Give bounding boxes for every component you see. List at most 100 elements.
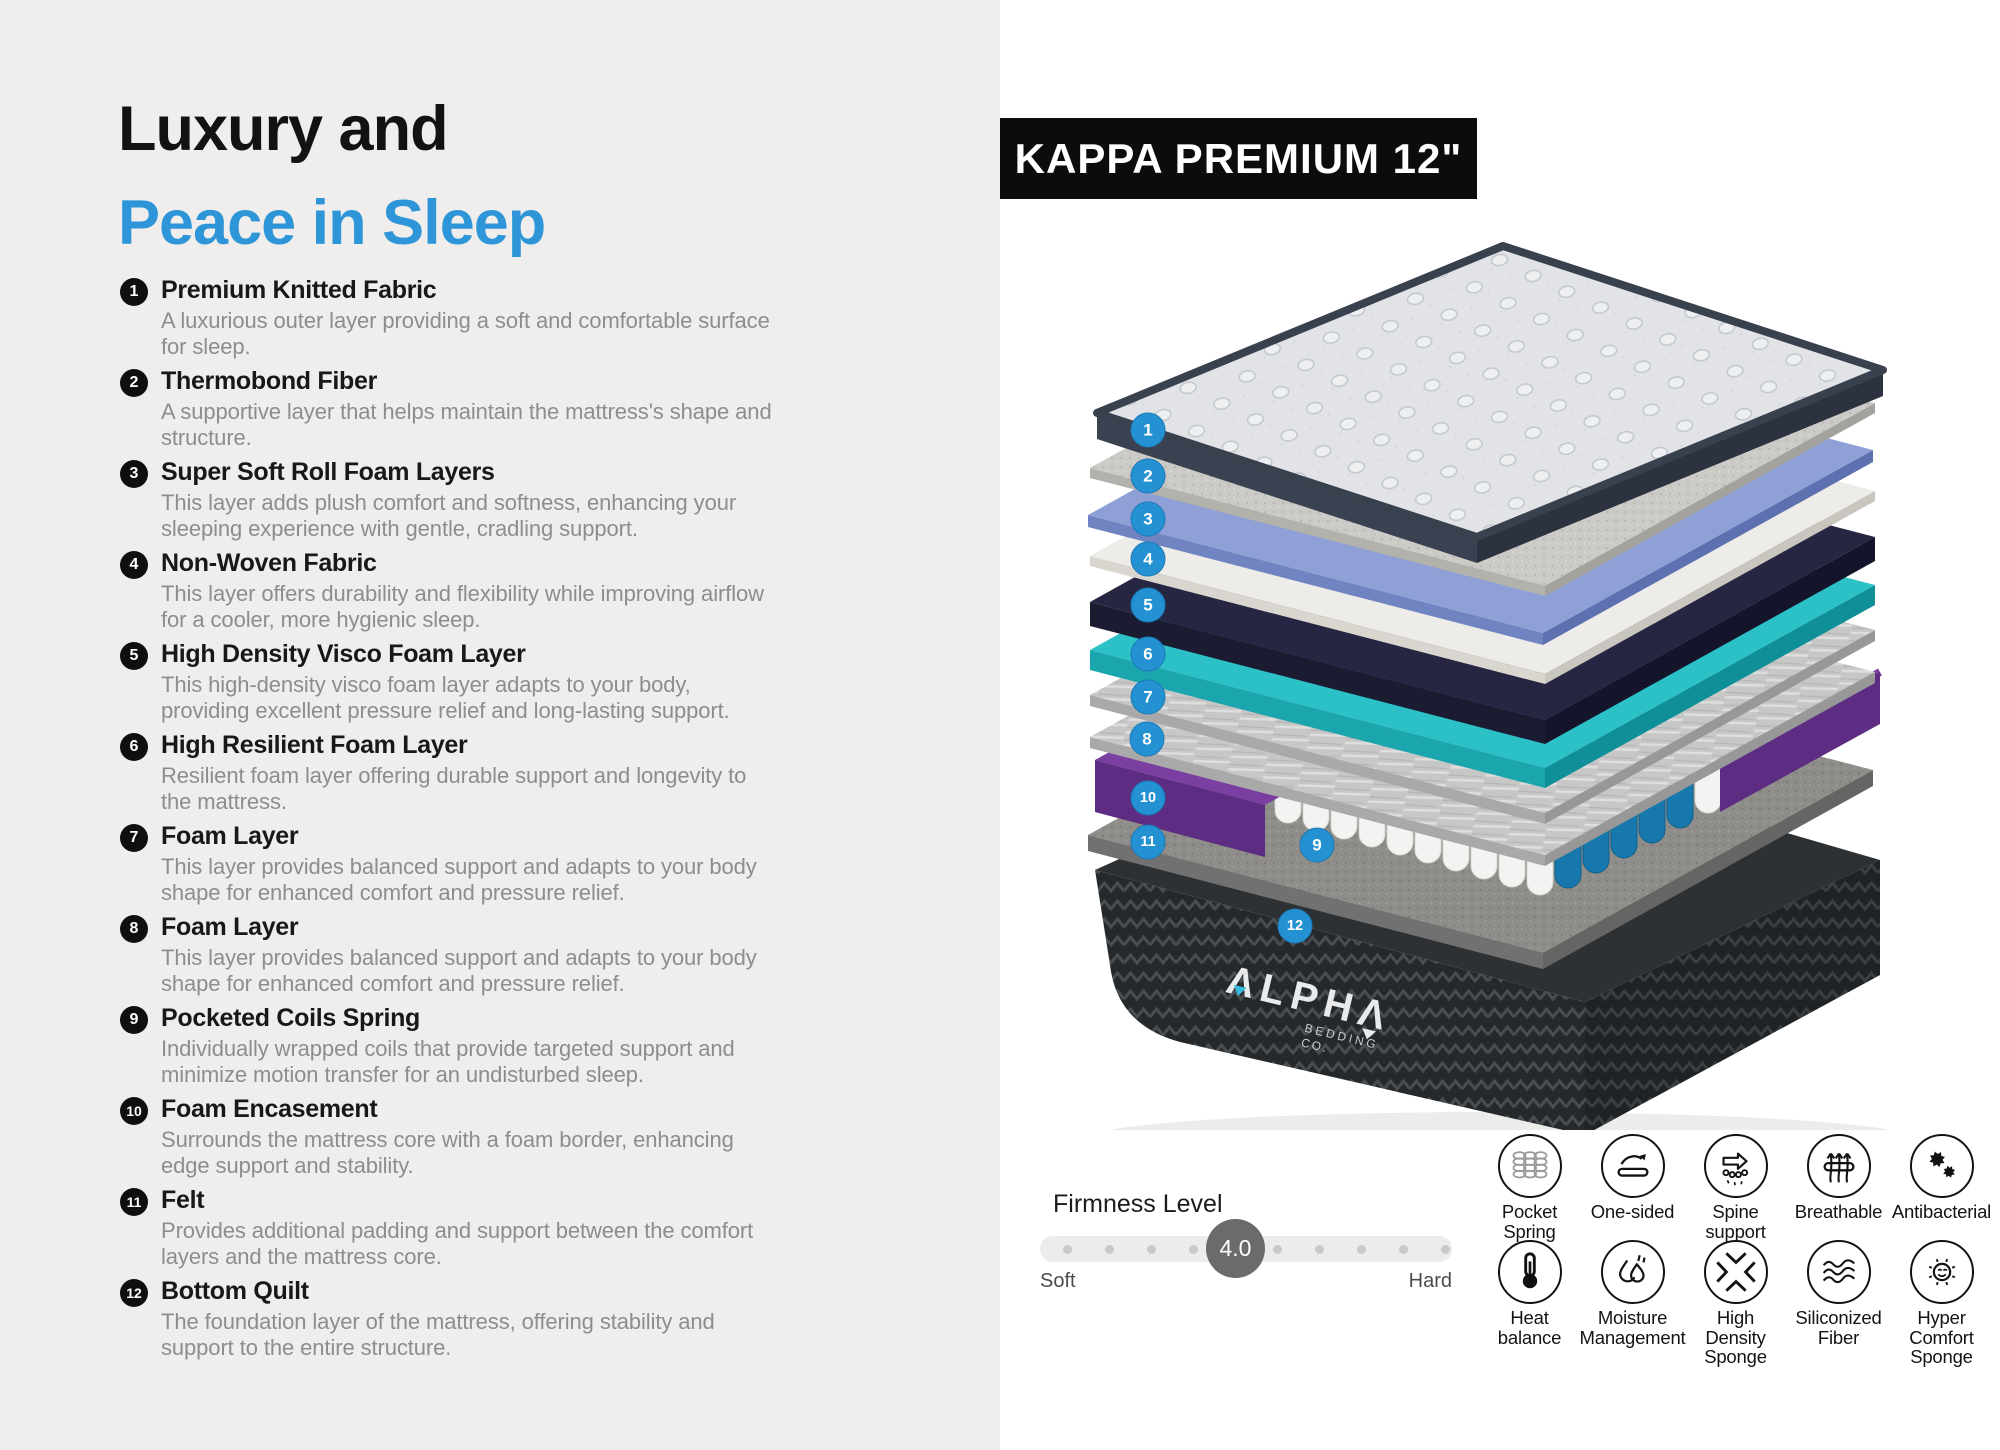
diagram-layer-visco-foam-edge: [1545, 537, 1875, 744]
feature-cell: Spine support: [1684, 1134, 1787, 1241]
layer-description: A supportive layer that helps maintain t…: [161, 399, 772, 450]
diagram-badge-10: 10: [1130, 780, 1166, 816]
right-panel: KAPPA PREMIUM 12": [1000, 0, 2000, 1450]
feature-label: Hyper Comfort Sponge: [1909, 1307, 1974, 1367]
diagram-layer-foam-7-edge: [1545, 630, 1875, 824]
firmness-dot: [1189, 1244, 1198, 1254]
firmness-dot: [1273, 1244, 1282, 1254]
diagram-layer-felt-edge: [1543, 770, 1873, 969]
product-name: KAPPA PREMIUM 12": [1014, 134, 1463, 182]
diagram-layer-soft-roll-foam-edge: [1088, 515, 1543, 645]
moisture-management-icon: [1600, 1240, 1665, 1304]
heat-balance-icon: [1497, 1240, 1562, 1304]
diagram-badge-5: 5: [1130, 587, 1166, 623]
diagram-badge-1: 1: [1130, 412, 1166, 448]
diagram-badge-2: 2: [1130, 458, 1166, 494]
one-sided-icon: [1600, 1134, 1665, 1198]
layer-number-badge: 5: [120, 642, 148, 670]
diagram-layer-knitted-top: [1093, 242, 1887, 541]
feature-cell: Breathable: [1787, 1134, 1890, 1241]
layer-number-badge: 11: [120, 1188, 148, 1216]
svg-text:5: 5: [1143, 596, 1152, 615]
firmness-dot: [1399, 1244, 1408, 1254]
svg-text:9: 9: [1312, 836, 1321, 855]
layer-description: Individually wrapped coils that provide …: [161, 1036, 735, 1087]
feature-label: One-sided: [1590, 1201, 1675, 1222]
firmness-label: Firmness Level: [1053, 1190, 1223, 1218]
layer-name: Foam Layer: [161, 913, 299, 941]
diagram-layer-thermobond-edge: [1545, 403, 1875, 596]
feature-label: Heat balance: [1497, 1307, 1562, 1348]
diagram-badge-3: 3: [1130, 501, 1166, 537]
page-title: Luxury and Peace in Sleep: [118, 82, 546, 270]
layer-name: Felt: [161, 1186, 205, 1214]
feature-cell: One-sided: [1581, 1134, 1684, 1241]
svg-text:1: 1: [1143, 421, 1152, 440]
feature-cell: Heat balance: [1478, 1240, 1581, 1367]
high-density-sponge-icon: [1703, 1240, 1768, 1304]
layer-description: The foundation layer of the mattress, of…: [161, 1309, 715, 1360]
layer-name: Super Soft Roll Foam Layers: [161, 458, 495, 486]
feature-label: Spine support: [1705, 1201, 1766, 1242]
layer-number-badge: 1: [120, 278, 148, 306]
diagram-layer-foam-8-edge: [1545, 672, 1875, 866]
product-banner: KAPPA PREMIUM 12": [1000, 118, 1477, 199]
layer-description: This layer provides balanced support and…: [161, 945, 757, 996]
diagram-layer-non-woven-edge: [1090, 556, 1545, 684]
diagram-badge-9: 9: [1299, 827, 1335, 863]
firmness-min-label: Soft: [1040, 1270, 1076, 1292]
diagram-badge-8: 8: [1129, 721, 1165, 757]
diagram-layer-knitted-top-edge: [1097, 413, 1477, 563]
layer-number-badge: 9: [120, 1006, 148, 1034]
layer-name: High Resilient Foam Layer: [161, 731, 468, 759]
layer-number-badge: 4: [120, 551, 148, 579]
layer-number-badge: 2: [120, 369, 148, 397]
brand-triangle-icon: [1233, 984, 1247, 997]
diagram-layer-foam-encasement-right: [1720, 672, 1880, 812]
page-title-line2: Peace in Sleep: [118, 188, 546, 259]
svg-text:3: 3: [1143, 510, 1152, 529]
siliconized-fiber-icon: [1806, 1240, 1871, 1304]
feature-label: High Density Sponge: [1704, 1307, 1767, 1367]
firmness-dot: [1105, 1244, 1114, 1254]
feature-cell: Pocket Spring: [1478, 1134, 1581, 1241]
layer-number-badge: 10: [120, 1097, 148, 1125]
diagram-layer-soft-roll-foam-edge: [1543, 450, 1873, 645]
layer-name: Non-Woven Fabric: [161, 549, 377, 577]
firmness-knob: 4.0: [1206, 1219, 1265, 1278]
diagram-layer-non-woven-edge: [1545, 491, 1875, 684]
firmness-dot: [1441, 1244, 1450, 1254]
spine-support-icon: [1703, 1134, 1768, 1198]
diagram-badge-4: 4: [1130, 541, 1166, 577]
feature-cell: Antibacterial: [1890, 1134, 1993, 1241]
svg-text:6: 6: [1143, 645, 1152, 664]
layer-description: This layer adds plush comfort and softne…: [161, 490, 737, 541]
firmness-dot: [1357, 1244, 1366, 1254]
diagram-badge-7: 7: [1130, 679, 1166, 715]
layer-number-badge: 7: [120, 824, 148, 852]
layer-description: Surrounds the mattress core with a foam …: [161, 1127, 734, 1178]
layer-description: This layer offers durability and flexibi…: [161, 581, 764, 632]
firmness-max-label: Hard: [1408, 1270, 1452, 1292]
hyper-comfort-sponge-icon: [1909, 1240, 1974, 1304]
firmness-dot: [1063, 1244, 1072, 1254]
layer-number-badge: 8: [120, 915, 148, 943]
layer-name: Foam Encasement: [161, 1095, 378, 1123]
diagram-layer-thermobond-edge: [1090, 468, 1545, 596]
feature-cell: Moisture Management: [1579, 1240, 1686, 1367]
layer-name: High Density Visco Foam Layer: [161, 640, 526, 668]
feature-label: Moisture Management: [1579, 1307, 1686, 1348]
breathable-icon: [1806, 1134, 1871, 1198]
pocket-spring-icon: [1497, 1134, 1562, 1198]
